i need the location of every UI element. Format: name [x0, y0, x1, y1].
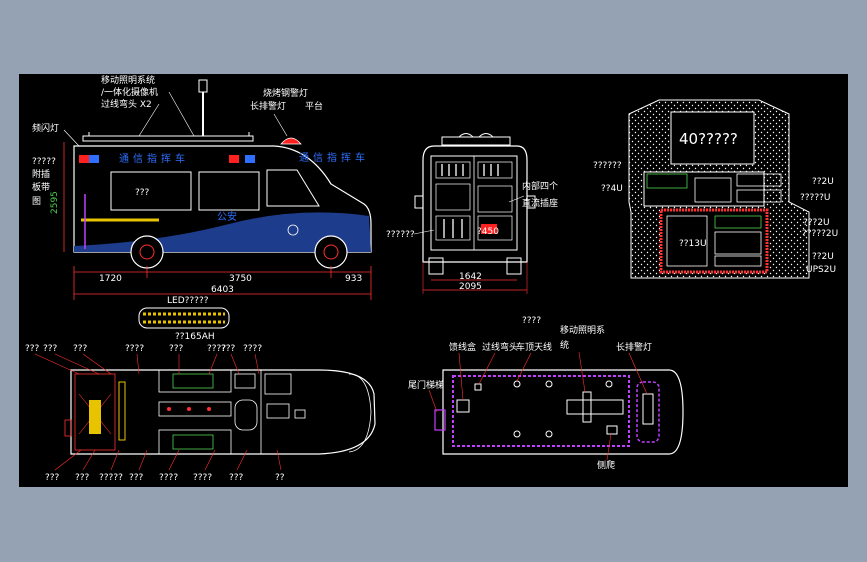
rear-label-2: 直流插座 [522, 197, 558, 209]
floor-top-label-6: ???? [207, 344, 226, 354]
rack-right-label-4: ?????2U [802, 229, 838, 239]
dim-front-overhang: 933 [345, 274, 362, 284]
floor-bottom-label-6: ???? [193, 473, 212, 483]
floor-bottom-label-7: ??? [229, 473, 244, 483]
rear-label-1: 内部四个 [522, 180, 558, 192]
left-label-3: 附插 [32, 168, 50, 180]
floor-top-label-2: ??? [43, 344, 58, 354]
dim-rear-overhang: 1720 [99, 274, 122, 284]
floor-capacity-label: ??165AH [175, 332, 215, 342]
rear-dim-inner: 1642 [459, 272, 482, 282]
vertical-dim: 2595 [50, 191, 60, 214]
rack-right-label-3: ???2U [803, 218, 830, 228]
floor-bottom-label-8: ?? [275, 473, 285, 483]
rear-socket-label: ?450 [477, 227, 499, 237]
cad-drawing: 移动照明系统 /一体化摄像机 过线弯头 X2 烧烤钢警灯 长排警灯 平台 频闪灯… [25, 74, 838, 483]
lamp-label-1: 烧烤钢警灯 [263, 87, 308, 99]
top-label-2: /一体化摄像机 [101, 86, 158, 98]
rack-right-label-2: ?????U [800, 193, 830, 203]
left-label-2: ????? [32, 157, 56, 167]
left-label-1: 频闪灯 [32, 122, 59, 134]
roof-label-6: 长排警灯 [616, 341, 652, 353]
left-label-5: 图 [32, 196, 41, 207]
body-text: 通信指挥车 [119, 152, 189, 165]
floor-top-label-7: ??? [221, 344, 236, 354]
floor-top-label-3: ??? [73, 344, 88, 354]
rack-right-label-1: ??2U [812, 177, 834, 187]
rack-bottom-label: ??13U [679, 239, 707, 249]
floor-top-label-1: ??? [25, 344, 40, 354]
floor-bottom-label-2: ??? [75, 473, 90, 483]
roof-title: ???? [522, 316, 541, 326]
floor-top-label-5: ??? [169, 344, 184, 354]
rack-right-label-5: ??2U [812, 252, 834, 262]
door-text: 公安 [217, 210, 237, 223]
roof-label-1: 馈线盒 [449, 341, 476, 353]
roof-label-4: 移动照明系 [560, 324, 605, 336]
rack-left-label-2: ??4U [601, 184, 623, 194]
top-label-1: 移动照明系统 [101, 74, 155, 86]
floor-top-label-4: ???? [125, 344, 144, 354]
left-label-4: 板带 [32, 181, 50, 193]
dim-wheelbase: 3750 [229, 274, 252, 284]
rack-right-label-6: UPS2U [806, 265, 836, 275]
window-text: ??? [135, 188, 150, 198]
roof-label-2: 过线弯头 [482, 341, 518, 353]
dim-total-length: 6403 [211, 285, 234, 295]
lamp-label-2: 长排警灯 [250, 100, 286, 112]
roof-label-3: 车顶天线 [516, 341, 552, 353]
cad-drawing-canvas: 移动照明系统 /一体化摄像机 过线弯头 X2 烧烤钢警灯 长排警灯 平台 频闪灯… [19, 74, 848, 487]
rear-view: ?450 内部四个 直流插座 ?????? 1642 2095 [386, 133, 558, 294]
side-view: 移动照明系统 /一体化摄像机 过线弯头 X2 烧烤钢警灯 长排警灯 平台 频闪灯… [32, 74, 372, 300]
roof-label-7: 尾门梯梯 [408, 379, 444, 391]
rear-dim-outer: 2095 [459, 282, 482, 292]
lamp-label-3: 平台 [305, 100, 323, 112]
roof-plan: ???? 馈线盒 过线弯头 车顶天线 移动照明系 统 长排警灯 尾门梯梯 侧爬 [408, 316, 684, 471]
floor-plan: LED????? ??165AH ??? ??? ??? ???? [25, 296, 376, 483]
floor-top-label: LED????? [167, 296, 209, 306]
screen-label: 40????? [679, 130, 738, 148]
roof-body-text: 通信指挥车 [299, 151, 369, 164]
floor-bottom-label-4: ??? [129, 473, 144, 483]
floor-bottom-label-3: ????? [99, 473, 123, 483]
floor-bottom-label-5: ???? [159, 473, 178, 483]
floor-top-label-8: ???? [243, 344, 262, 354]
top-label-3: 过线弯头 X2 [101, 98, 152, 110]
rack-left-label-1: ?????? [593, 161, 622, 171]
rack-view: 40????? ?????? ??4U ??2U ?????U ???2U ??… [593, 99, 838, 279]
roof-label-5: 统 [560, 339, 569, 351]
rear-label-3: ?????? [386, 230, 415, 240]
floor-bottom-label-1: ??? [45, 473, 60, 483]
roof-label-8: 侧爬 [597, 459, 615, 471]
